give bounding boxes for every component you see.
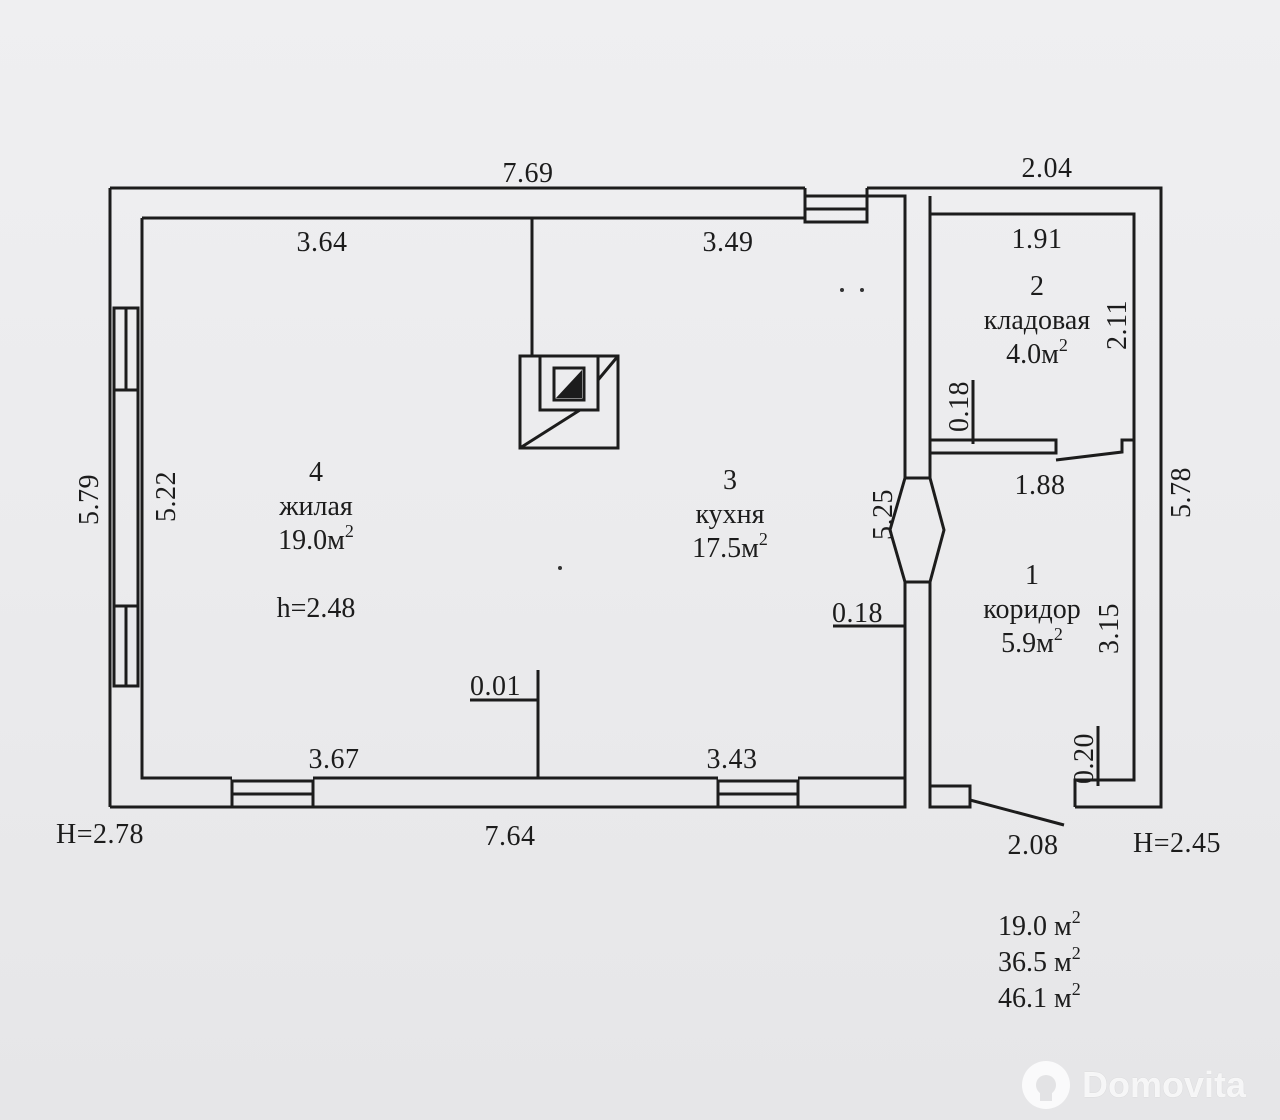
dim-bottom-outer: 7.64 [484,821,536,852]
dim-left-inner: 5.22 [151,471,182,522]
room-corridor: 1 коридор 5.9м2 [983,560,1081,659]
room-number: 1 [1024,560,1039,591]
dim-wall-offset: 0.01 [470,671,521,702]
dim-top-right-outer: 2.04 [1021,153,1073,184]
storage-partition [930,438,1058,455]
total-living-area: 19.0 м2 [998,907,1081,942]
dim-top-mid-inner: 3.49 [702,227,754,258]
room-area: 17.5м [692,533,759,564]
dim-storage-height: 2.11 [1102,300,1133,350]
dim-corridor-bottom: 2.08 [1007,830,1059,861]
room-name: кладовая [983,305,1091,336]
total-useful-area: 36.5 м2 [998,943,1081,978]
outer-wall-left-top [108,186,1163,809]
height-right: H=2.45 [1133,828,1222,859]
watermark-text: Domovita [1082,1064,1247,1105]
dim-partition-corridor: 0.18 [832,598,883,629]
chimney-icon [552,366,586,402]
watermark: Domovita [1020,1055,1270,1115]
room-number: 2 [1029,271,1044,302]
dim-bottom-left-inner: 3.67 [308,744,360,775]
total-overall-area: 46.1 м2 [998,979,1081,1014]
dim-left-outer: 5.79 [74,474,105,525]
partition-wall [865,188,932,807]
room-storage: 2 кладовая 4.0м2 [983,271,1091,370]
stove-icon [518,354,620,450]
dim-right-outer: 5.78 [1166,467,1197,518]
corridor-door-step [928,784,972,809]
dim-door-depth: 0.20 [1069,733,1100,784]
room-area: 19.0м [278,525,345,556]
domovita-logo-icon [1022,1061,1070,1109]
dim-bottom-mid-inner: 3.43 [706,744,758,775]
dim-partition-storage: 0.18 [944,381,975,432]
outer-wall-bottom [110,800,907,809]
inner-wall-main [140,216,905,780]
room-name: жилая [279,491,353,522]
room-ceiling-height: h=2.48 [276,593,356,624]
room-number: 3 [723,465,737,496]
window-left-long [112,388,140,608]
room-name: кухня [695,499,765,530]
room-area: 4.0м [1006,339,1059,370]
dim-kitchen-wall: 5.25 [868,489,899,540]
dim-corridor-top: 1.88 [1014,470,1066,501]
room-area: 5.9м [1001,628,1054,659]
height-left: H=2.78 [56,819,145,850]
dim-top-left-inner: 3.64 [296,227,348,258]
room-kitchen: 3 кухня 17.5м2 [692,465,768,564]
room-name: коридор [983,594,1081,625]
dim-corridor-height: 3.15 [1094,603,1125,654]
right-inner-wall [930,212,1136,807]
dim-storage-top: 1.91 [1011,224,1063,255]
room-number: 4 [308,457,323,488]
dim-top-left-outer: 7.69 [502,158,554,189]
room-living: 4 жилая 19.0м2 h=2.48 [276,457,356,624]
storage-door [1055,438,1134,462]
